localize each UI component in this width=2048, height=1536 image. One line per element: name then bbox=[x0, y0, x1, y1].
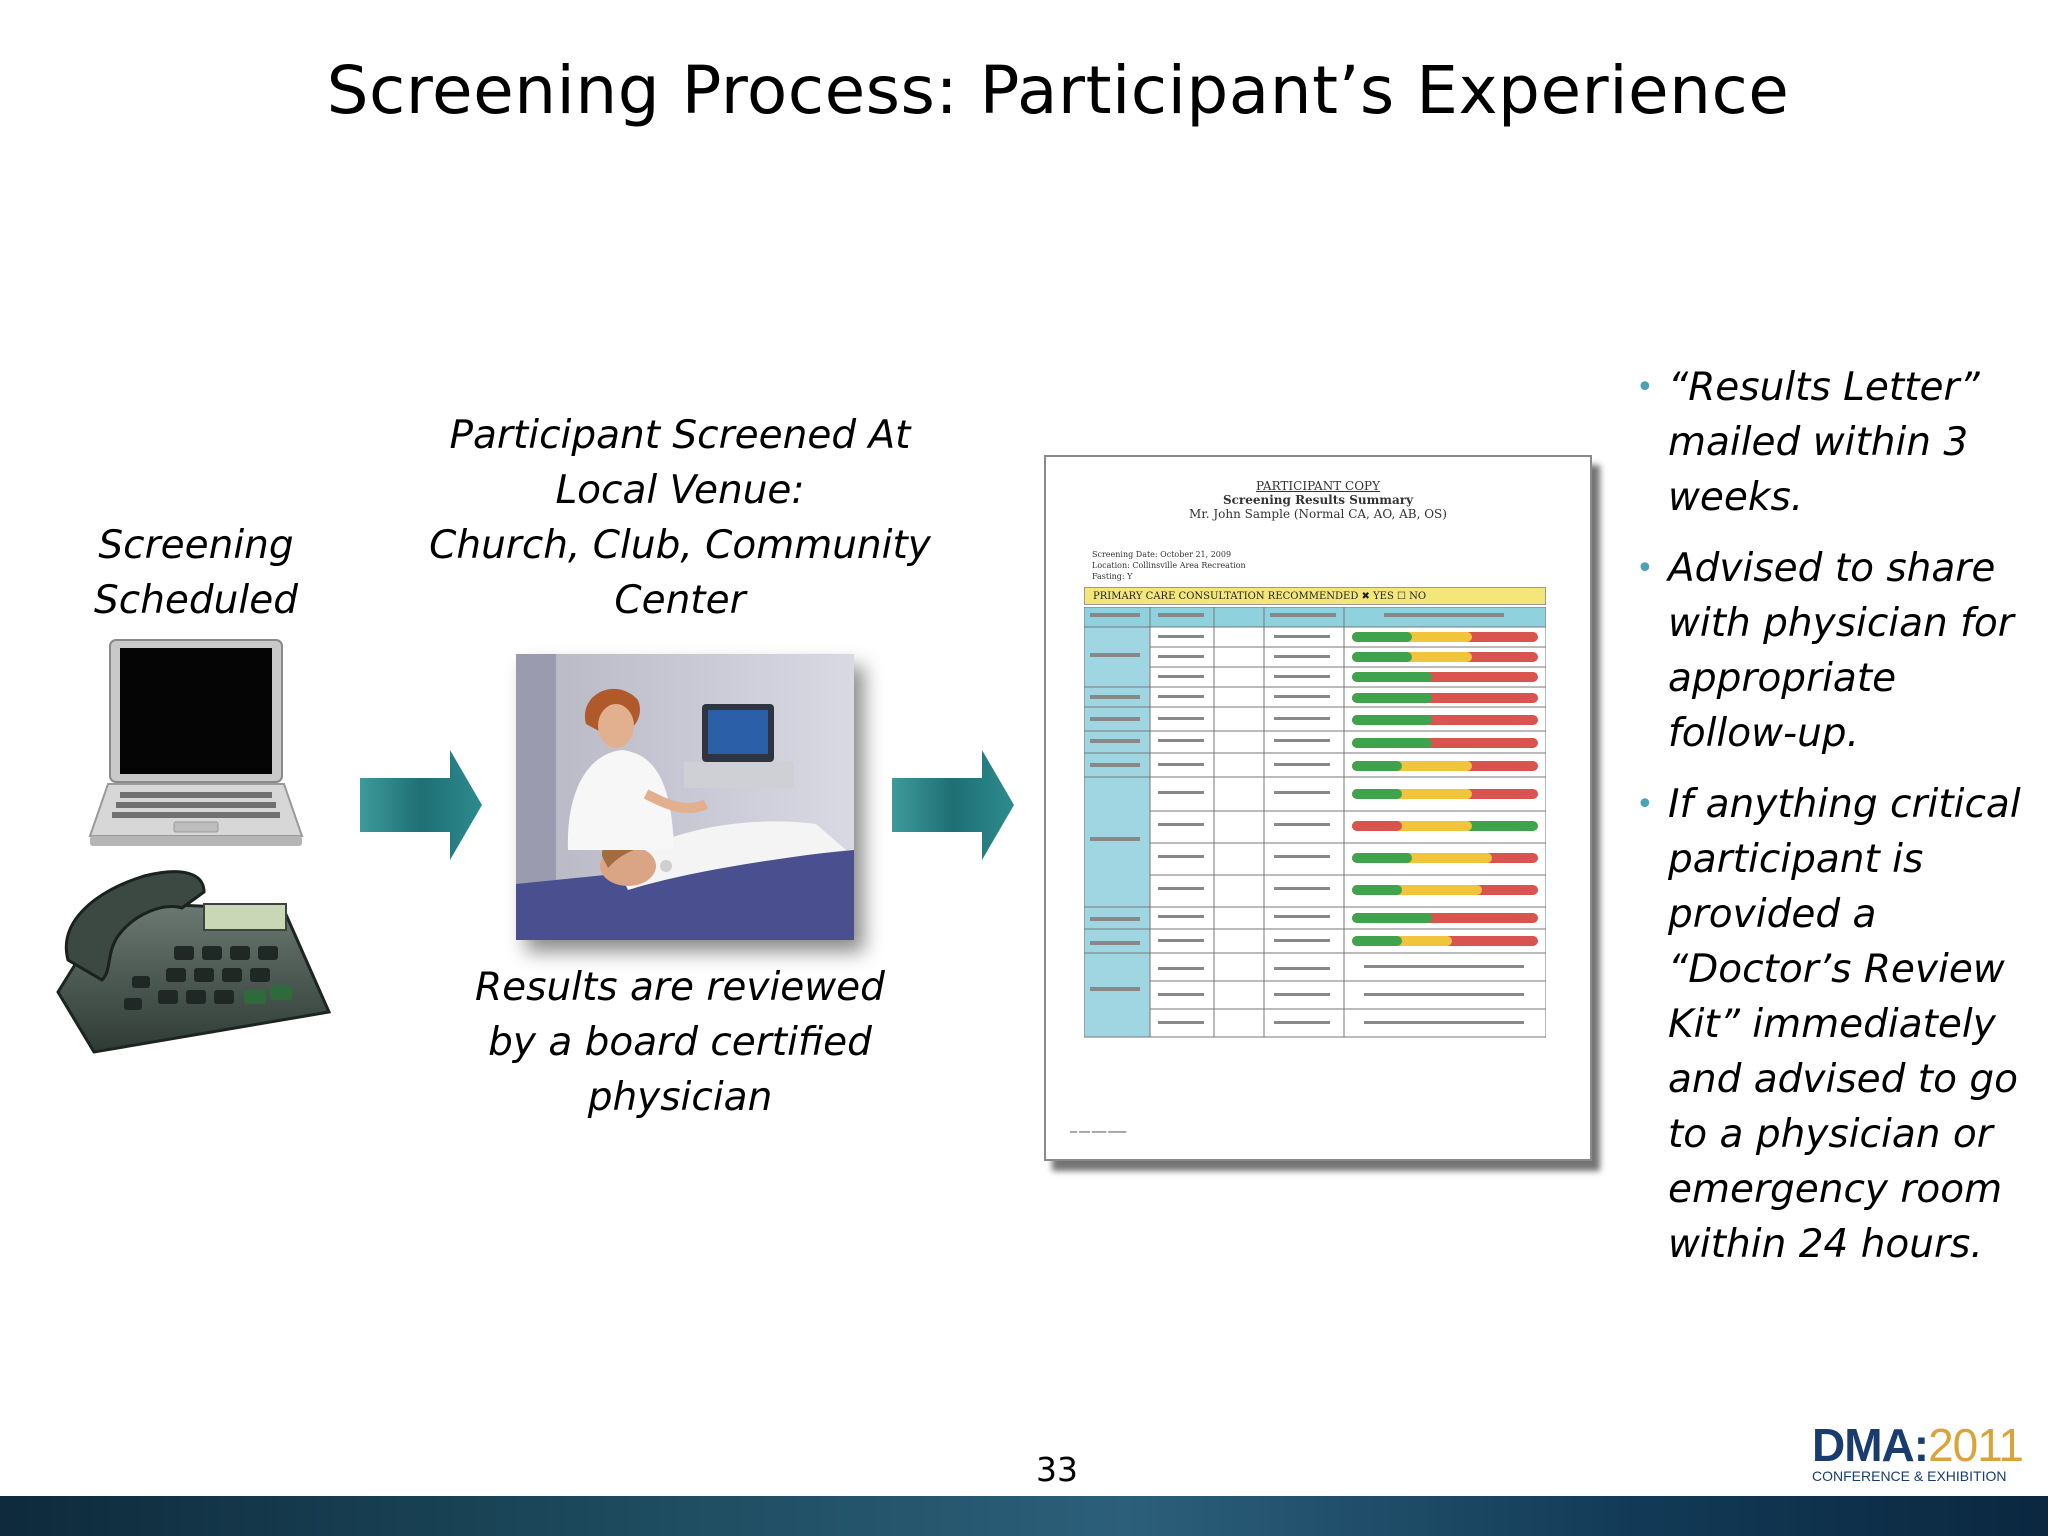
slide-title: Screening Process: Participant’s Experie… bbox=[326, 52, 1790, 129]
bullet-icon: • bbox=[1636, 787, 1654, 822]
document-meta-fasting: Fasting: Y bbox=[1092, 572, 1133, 581]
step-scheduled-label: Screening Scheduled bbox=[94, 523, 298, 623]
step-review-label: Results are reviewed by a board certifie… bbox=[475, 965, 885, 1120]
document-header: PARTICIPANT COPY Screening Results Summa… bbox=[1046, 479, 1590, 521]
step-venue-label: Participant Screened At Local Venue: Chu… bbox=[429, 413, 931, 623]
telephone-icon bbox=[56, 870, 332, 1054]
document-name-line: Mr. John Sample (Normal CA, AO, AB, OS) bbox=[1189, 507, 1447, 521]
document-heading: Screening Results Summary bbox=[1222, 493, 1414, 507]
logo-subtitle: CONFERENCE & EXHIBITION bbox=[1812, 1468, 2007, 1484]
document-meta: Screening Date: October 21, 2009 Locatio… bbox=[1092, 549, 1246, 582]
bullet-icon: • bbox=[1636, 551, 1654, 586]
document-meta-date: Screening Date: October 21, 2009 bbox=[1092, 550, 1232, 559]
document-copy-label: PARTICIPANT COPY bbox=[1255, 479, 1381, 493]
document-meta-location: Location: Collinsville Area Recreation bbox=[1092, 561, 1246, 570]
document-footer: ━━ ━━━ ━━━━ ━━━━━ bbox=[1070, 1129, 1127, 1136]
logo-main: DMA: bbox=[1812, 1419, 1929, 1471]
laptop-icon bbox=[88, 639, 304, 846]
footer-banner bbox=[0, 1496, 2048, 1536]
bullet-icon: • bbox=[1636, 370, 1654, 405]
dma-2011-logo: DMA:2011 CONFERENCE & EXHIBITION bbox=[1812, 1419, 2024, 1484]
screening-exam-photo bbox=[516, 654, 854, 940]
logo-year: 2011 bbox=[1928, 1419, 2024, 1471]
page-number: 33 bbox=[1036, 1450, 1078, 1489]
outcome-bullets: •“Results Letter” mailed within 3 weeks.… bbox=[1634, 360, 2034, 1288]
bullet-item: •If anything critical participant is pro… bbox=[1634, 777, 2034, 1272]
arrow-right-icon bbox=[892, 750, 1014, 860]
bullet-item: •Advised to share with physician for app… bbox=[1634, 541, 2034, 761]
results-table bbox=[1084, 607, 1546, 1038]
bullet-item: •“Results Letter” mailed within 3 weeks. bbox=[1634, 360, 2034, 525]
document-banner: PRIMARY CARE CONSULTATION RECOMMENDED ✖ … bbox=[1084, 587, 1546, 605]
arrow-right-icon bbox=[360, 750, 482, 860]
results-summary-document: PARTICIPANT COPY Screening Results Summa… bbox=[1044, 455, 1592, 1161]
